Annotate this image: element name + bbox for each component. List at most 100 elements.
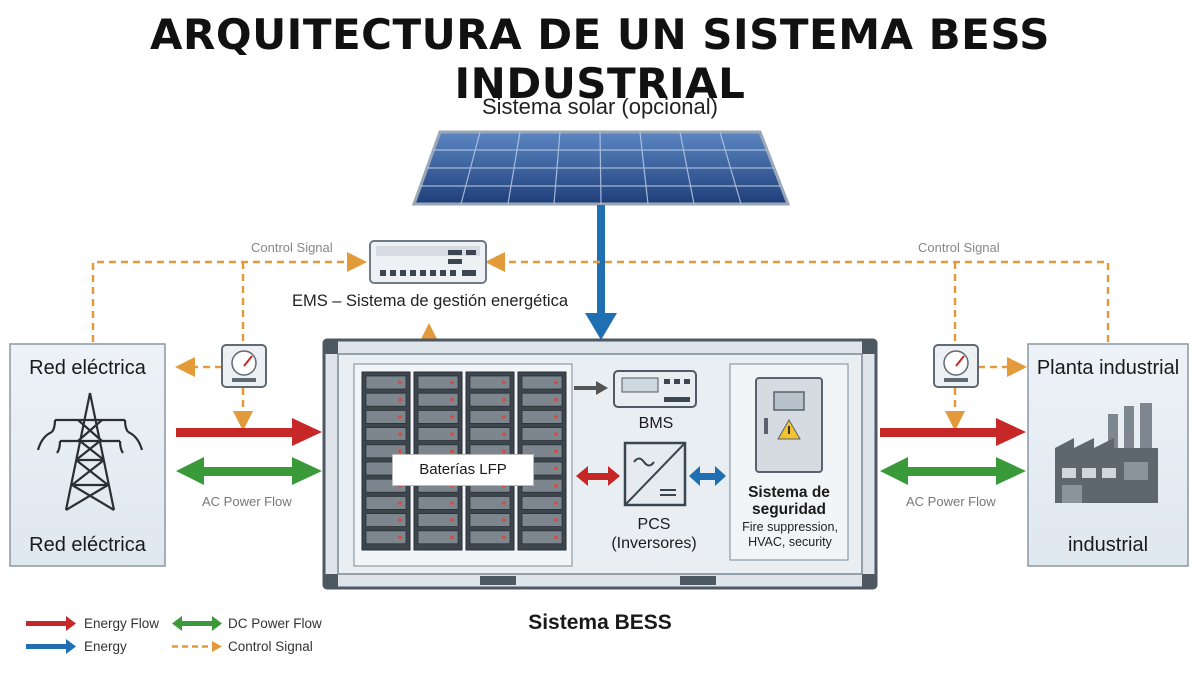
battery-module [521,495,563,510]
battery-module [365,495,407,510]
battery-module [365,513,407,527]
legend-energy-swatch [26,639,76,654]
battery-module-led [450,518,454,522]
safety-system-subtitle: Fire suppression, HVAC, security [742,520,838,549]
battery-module-led [502,449,506,454]
page-title: ARQUITECTURA DE UN SISTEMA BESS INDUSTRI… [150,10,1050,108]
battery-module [365,530,407,545]
battery-module-led [554,449,558,454]
battery-module-led [450,380,454,385]
pcs-output-arrow [689,466,726,486]
pcs-label: PCS (Inversores) [611,516,697,552]
battery-module [365,392,407,407]
battery-module-led [502,397,506,402]
battery-module [469,513,511,527]
battery-module-led [502,535,506,540]
legend-energy-label: Energy [84,639,127,654]
grid-title: Red eléctrica [29,357,146,379]
battery-module [469,409,511,424]
battery-module-led [450,415,454,419]
solar-panel-icon [411,130,791,206]
battery-module [417,495,459,510]
plant-title: Planta industrial [1036,357,1180,379]
inverter-icon [623,441,687,507]
battery-module [417,392,459,407]
legend-control-signal-label: Control Signal [228,639,313,654]
battery-module [365,409,407,424]
battery-module-led [554,466,558,471]
legend-dc-flow-swatch [172,616,222,631]
battery-module [417,409,459,424]
batteries-label: Baterías LFP [392,454,534,486]
battery-module [521,513,563,527]
battery-module [417,530,459,545]
battery-module-led [398,432,402,436]
battery-module-led [554,483,558,488]
battery-module-led [502,432,506,436]
battery-module-led [554,432,558,436]
battery-module-led [450,501,454,505]
battery-module-led [398,518,402,522]
legend-control-signal-swatch [172,641,222,652]
ems-controller-icon [369,240,487,284]
battery-module-led [398,501,402,505]
solar-label: Sistema solar (opcional) [482,94,718,119]
bms-label: BMS [638,415,674,432]
legend-energy-flow-swatch [26,616,76,631]
battery-module-led [450,397,454,402]
battery-module [521,530,563,545]
battery-module-led [398,380,402,385]
battery-module-led [450,432,454,436]
battery-module-led [502,518,506,522]
meter-gauge-icon-left [221,344,267,388]
battery-module [469,392,511,407]
battery-module-led [398,397,402,402]
battery-module-led [502,415,506,419]
battery-module-led [502,501,506,505]
battery-module [417,513,459,527]
bms-device-icon [613,370,697,408]
battery-module [521,427,563,442]
battery-module-led [554,380,558,385]
battery-module-led [554,415,558,419]
battery-module [469,530,511,545]
battery-module [521,392,563,407]
battery-module [521,375,563,390]
battery-module-led [398,415,402,419]
solar-energy-arrow [585,205,617,340]
battery-module [469,495,511,510]
battery-module [365,427,407,442]
battery-module-led [554,501,558,505]
grid-ac-flow-label: AC Power Flow [202,494,292,509]
plant-dc-flow-arrow [880,457,1026,485]
battery-module [417,375,459,390]
rack-to-bms-arrow [574,381,608,395]
grid-energy-flow-arrow [176,418,322,446]
battery-module-led [554,535,558,540]
legend-energy-flow-label: Energy Flow [84,616,160,631]
battery-module-led [398,449,402,454]
battery-pcs-arrow [576,466,620,486]
battery-module [417,427,459,442]
grid-panel [9,343,166,567]
battery-module [469,427,511,442]
battery-module-led [554,518,558,522]
grid-dc-flow-arrow [176,457,322,485]
battery-module-led [450,449,454,454]
legend-dc-flow-label: DC Power Flow [228,616,322,631]
bess-system-label: Sistema BESS [528,611,672,634]
ems-label: EMS – Sistema de gestión energética [291,292,569,310]
plant-subtitle: industrial [1067,534,1149,556]
safety-system-title: Sistema de seguridad [748,484,830,518]
battery-module-led [502,380,506,385]
factory-icon [1055,403,1158,503]
grid-subtitle: Red eléctrica [29,534,146,556]
control-signal-label-right: Control Signal [918,240,1000,255]
plant-ac-flow-label: AC Power Flow [906,494,996,509]
battery-module-led [554,397,558,402]
plant-energy-flow-arrow [880,418,1026,446]
control-signal-label-left: Control Signal [251,240,333,255]
battery-module [365,375,407,390]
battery-module [521,409,563,424]
battery-module [469,375,511,390]
